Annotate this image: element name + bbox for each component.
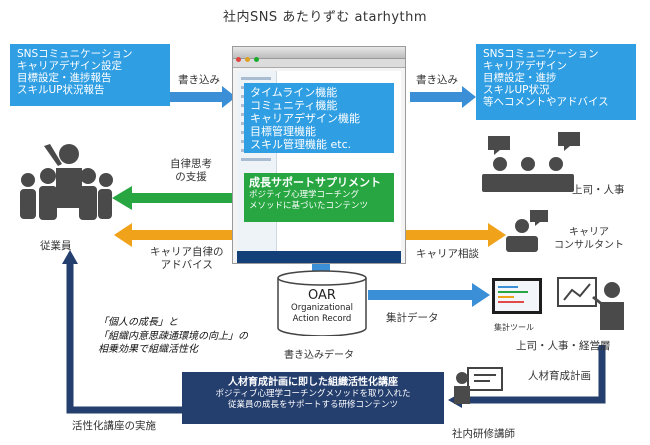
aggregate-tool-screen [492,278,542,314]
consultant-label: キャリア コンサルタント [554,227,624,251]
synergy-quote: 「個人の成長」と 「組織内意思疎通環境の向上」の 相乗効果で組織活性化 [98,317,248,355]
employee-label: 従業員 [40,240,72,252]
management-label: 上司・人事・経営層 [516,340,611,352]
activation-label: 活性化講座の実施 [72,420,156,432]
career-consult-label: キャリア相談 [416,248,479,260]
output-item: スキルUP状況 [483,84,550,96]
growth-support-box: 成長サポートサプリメント ポジティブ心理学コーチング メソッドに基づいたコンテン… [244,173,394,222]
feature-item: キャリアデザイン機能 [250,112,360,125]
arrow-hr-plan [458,345,606,404]
training-line: ポジティブ心理学コーチングメソッドを取り入れた [215,389,411,399]
write-label-left: 書き込み [178,74,220,86]
output-item: 目標設定・進捗 [483,72,557,84]
db-line1: Organizational [291,303,353,313]
trainer-label: 社内研修講師 [452,428,515,440]
input-item: スキルUP状況報告 [17,84,105,96]
input-item: SNSコミュニケーション [17,48,133,60]
db-line2: Action Record [292,314,352,324]
arrow-write-right [410,86,476,108]
boss-hr-icon [482,132,580,192]
employees-icon [20,144,113,220]
feature-item: 目標管理機能 [250,125,316,138]
browser-titlebar [233,47,405,62]
employee-input-box: SNSコミュニケーション キャリアデザイン設定 目標設定・進捗報告 スキルUP状… [10,44,170,106]
arrow-career-advice [114,223,232,247]
sns-browser-window [232,46,406,264]
trainer-icon [454,367,503,404]
db-name: OAR [308,288,336,303]
arrow-aggregate [368,283,490,307]
sns-footer [237,251,401,263]
features-box: タイムライン機能 コミュニティ機能 キャリアデザイン機能 目標管理機能 スキル管… [244,83,394,153]
support-subtitle: ポジティブ心理学コーチング [249,190,359,200]
training-line: 従業員の成長をサポートする研修コンテンツ [227,400,398,410]
input-item: 目標設定・進捗報告 [17,72,112,84]
feature-item: コミュニティ機能 [250,99,338,112]
arrow-write-left [170,86,236,108]
input-item: キャリアデザイン設定 [17,60,122,72]
diagram-title: 社内SNS あたりずむ atarhythm [222,10,428,25]
boss-output-box: SNSコミュニケーション キャリアデザイン 目標設定・進捗 スキルUP状況 等へ… [476,44,636,120]
support-subtitle: メソッドに基づいたコンテンツ [249,201,369,211]
management-icon [557,277,624,330]
arrow-activation [66,260,182,414]
hr-plan-label: 人材育成計画 [528,370,591,382]
career-advice-label: キャリア自律の アドバイス [150,246,224,271]
output-item: キャリアデザイン [483,60,567,72]
feature-item: タイムライン機能 [250,86,338,99]
write-label-right: 書き込み [416,74,458,86]
autonomy-label: 自律思考 の支援 [170,158,212,183]
training-box: 人材育成計画に即した組織活性化講座 ポジティブ心理学コーチングメソッドを取り入れ… [182,372,444,424]
boss-label: 上司・人事 [572,184,625,196]
aggregate-label: 集計データ [386,312,439,324]
output-item: 等へコメントやアドバイス [483,96,609,108]
support-title: 成長サポートサプリメント [249,176,381,189]
arrow-career-consult [406,223,506,247]
feature-item: スキル管理機能 etc. [250,138,352,151]
training-title: 人材育成計画に即した組織活性化講座 [228,377,398,388]
tool-label: 集計ツール [494,323,534,332]
output-item: SNSコミュニケーション [483,48,599,60]
consultant-icon [506,210,548,252]
db-caption: 書き込みデータ [284,350,354,361]
arrow-support [112,186,244,210]
oar-database: OAR Organizational Action Record [276,270,368,336]
browser-toolbar [233,59,405,68]
